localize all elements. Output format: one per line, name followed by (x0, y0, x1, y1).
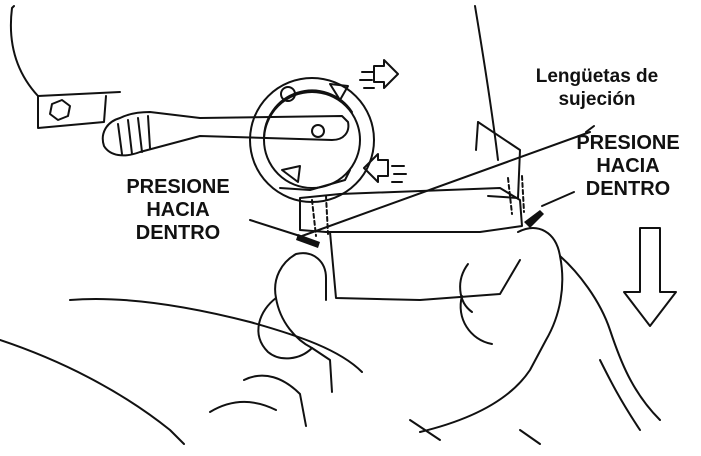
sleeve-lines (0, 298, 641, 445)
bracket (37, 95, 107, 129)
retaining-tabs-label: Lengüetas de sujeción (522, 65, 672, 111)
dial-indicator (280, 86, 296, 102)
press-left-line1: PRESIONE (126, 176, 230, 198)
pointer-arrow-left (296, 234, 320, 248)
arrow-down-icon (623, 227, 677, 327)
right-hand (419, 227, 661, 433)
retaining-tabs-label-line2: sujeción (558, 89, 636, 110)
left-hand (243, 252, 333, 427)
cycle-forward-icon (359, 59, 399, 89)
dial-window-top (329, 83, 349, 101)
cycle-back-icon (363, 153, 407, 183)
press-right-line2: HACIA (596, 155, 660, 177)
tab-right (507, 175, 525, 215)
press-right-line1: PRESIONE (576, 132, 680, 154)
dial-window-bottom (281, 165, 301, 183)
retaining-tabs-label-line1: Lengüetas de (535, 66, 659, 87)
press-left-line2: HACIA (146, 199, 210, 221)
press-right-line3: DENTRO (585, 178, 671, 200)
wrench-icon (101, 111, 350, 157)
press-inward-label-left: PRESIONE HACIA DENTRO (98, 176, 258, 245)
appliance-body-outline (9, 5, 499, 161)
pointer-arrow-right (524, 210, 544, 228)
press-inward-label-right: PRESIONE HACIA DENTRO (548, 132, 701, 201)
filter-cartridge (299, 121, 525, 301)
hex-bolt-icon (49, 99, 71, 121)
leader-lines (249, 125, 595, 237)
press-left-line3: DENTRO (135, 222, 221, 244)
